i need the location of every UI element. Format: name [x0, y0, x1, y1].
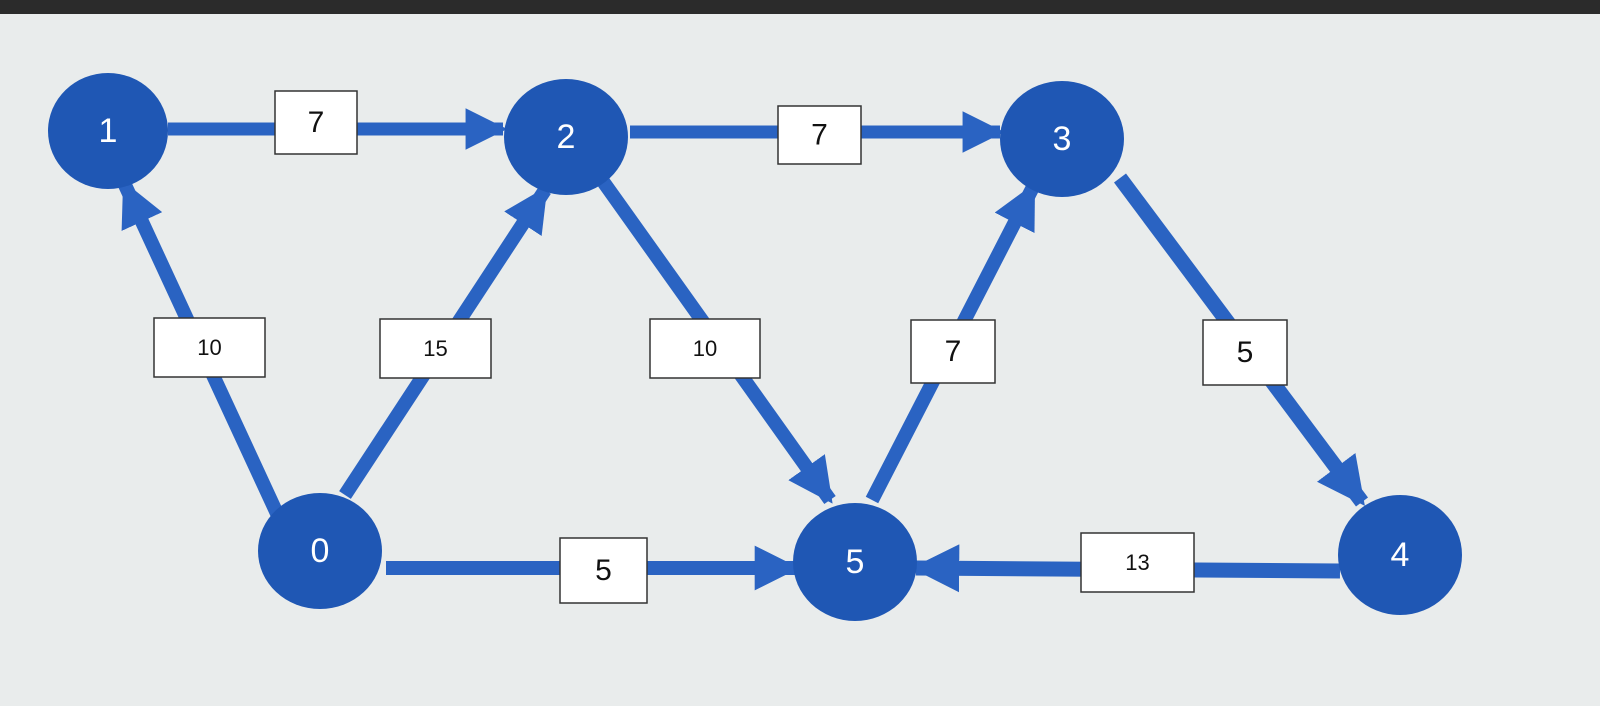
weight-labels-layer: 7 7 10 15 10 7 5 5 13	[153, 90, 1288, 604]
weight-box-5-3	[910, 319, 996, 384]
weight-label-4-5: 13	[1125, 550, 1149, 575]
node-label-0: 0	[311, 532, 330, 570]
weight-box-2-3	[777, 105, 862, 165]
weight-label-0-5: 5	[595, 554, 612, 587]
weight-box-0-1	[153, 317, 266, 378]
node-label-4: 4	[1391, 536, 1410, 574]
weight-label-5-3: 7	[945, 335, 962, 368]
node-label-1: 1	[99, 112, 118, 150]
weight-box-1-2	[274, 90, 358, 155]
node-4	[1338, 495, 1462, 615]
weight-label-3-4: 5	[1237, 336, 1254, 369]
nodes-layer: 1 2 3 0 5 4	[48, 73, 1462, 621]
weight-label-2-3: 7	[811, 119, 828, 152]
node-label-2: 2	[557, 118, 576, 156]
weight-label-2-5: 10	[693, 336, 717, 361]
weight-box-3-4	[1202, 319, 1288, 386]
weight-box-0-2	[379, 318, 492, 379]
weight-box-4-5	[1080, 532, 1195, 593]
node-2	[504, 79, 628, 195]
weight-label-0-2: 15	[423, 336, 447, 361]
top-border	[0, 0, 1600, 14]
node-5	[793, 503, 917, 621]
weight-box-0-5	[559, 537, 648, 604]
node-0	[258, 493, 382, 609]
weight-box-2-5	[649, 318, 761, 379]
node-1	[48, 73, 168, 189]
weight-label-0-1: 10	[197, 335, 221, 360]
weight-label-1-2: 7	[308, 106, 325, 139]
node-label-5: 5	[846, 543, 865, 581]
node-label-3: 3	[1053, 120, 1072, 158]
node-3	[1000, 81, 1124, 197]
